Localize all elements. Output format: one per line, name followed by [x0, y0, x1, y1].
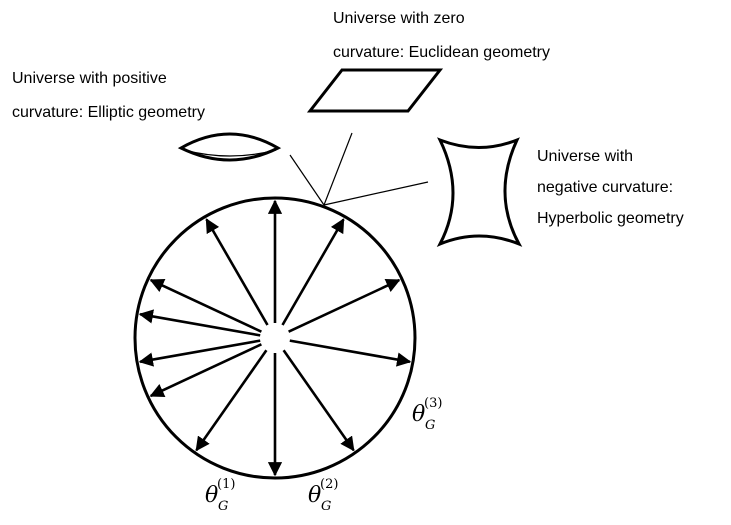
radial-arrow-11 [149, 343, 262, 398]
theta-symbol: θ [205, 483, 219, 508]
label-negative-line-2: negative curvature: [537, 179, 674, 196]
pointer-line-negative [323, 181, 429, 206]
radial-arrow-5 [281, 218, 345, 326]
euclidean-plane-shape [306, 68, 444, 113]
radial-arrow-8 [282, 349, 355, 452]
pointer-line-zero [323, 132, 353, 206]
radial-arrow-12 [138, 309, 261, 337]
label-positive-line-2: curvature: Elliptic geometry [12, 104, 205, 121]
radial-arrow-6 [288, 278, 401, 333]
label-positive-curvature: Universe with positive curvature: Ellipt… [12, 66, 205, 126]
radial-arrow-1 [138, 339, 261, 367]
elliptic-lens-shape [177, 132, 282, 162]
theta-g-1-label: θ (1) G [205, 477, 235, 514]
label-negative-line-1: Universe with [537, 148, 634, 165]
label-zero-line-1: Universe with zero [333, 10, 465, 27]
theta-superscript: (2) [320, 477, 339, 492]
radial-arrow-10 [195, 349, 268, 452]
label-zero-line-2: curvature: Euclidean geometry [333, 44, 550, 61]
theta-symbol: θ [308, 483, 322, 508]
theta-symbol: θ [412, 402, 426, 427]
label-negative-curvature: Universe with negative curvature: Hyperb… [537, 144, 684, 232]
theta-subscript: G [321, 499, 332, 514]
arrow-group [138, 199, 412, 477]
label-positive-line-1: Universe with positive [12, 70, 167, 87]
radial-arrow-2 [149, 278, 262, 333]
hyperbolic-saddle-shape [436, 137, 523, 247]
theta-subscript: G [218, 499, 229, 514]
sky-circle [133, 196, 417, 480]
theta-g-3-label: θ (3) G [412, 396, 442, 433]
theta-superscript: (1) [217, 477, 236, 492]
pointer-line-positive [289, 154, 325, 206]
theta-g-2-label: θ (2) G [308, 477, 338, 514]
theta-superscript: (3) [424, 396, 443, 411]
label-zero-curvature: Universe with zero curvature: Euclidean … [333, 6, 550, 66]
radial-arrow-7 [289, 339, 412, 367]
label-negative-line-3: Hyperbolic geometry [537, 210, 684, 227]
radial-arrow-3 [205, 218, 269, 326]
theta-subscript: G [425, 418, 436, 433]
